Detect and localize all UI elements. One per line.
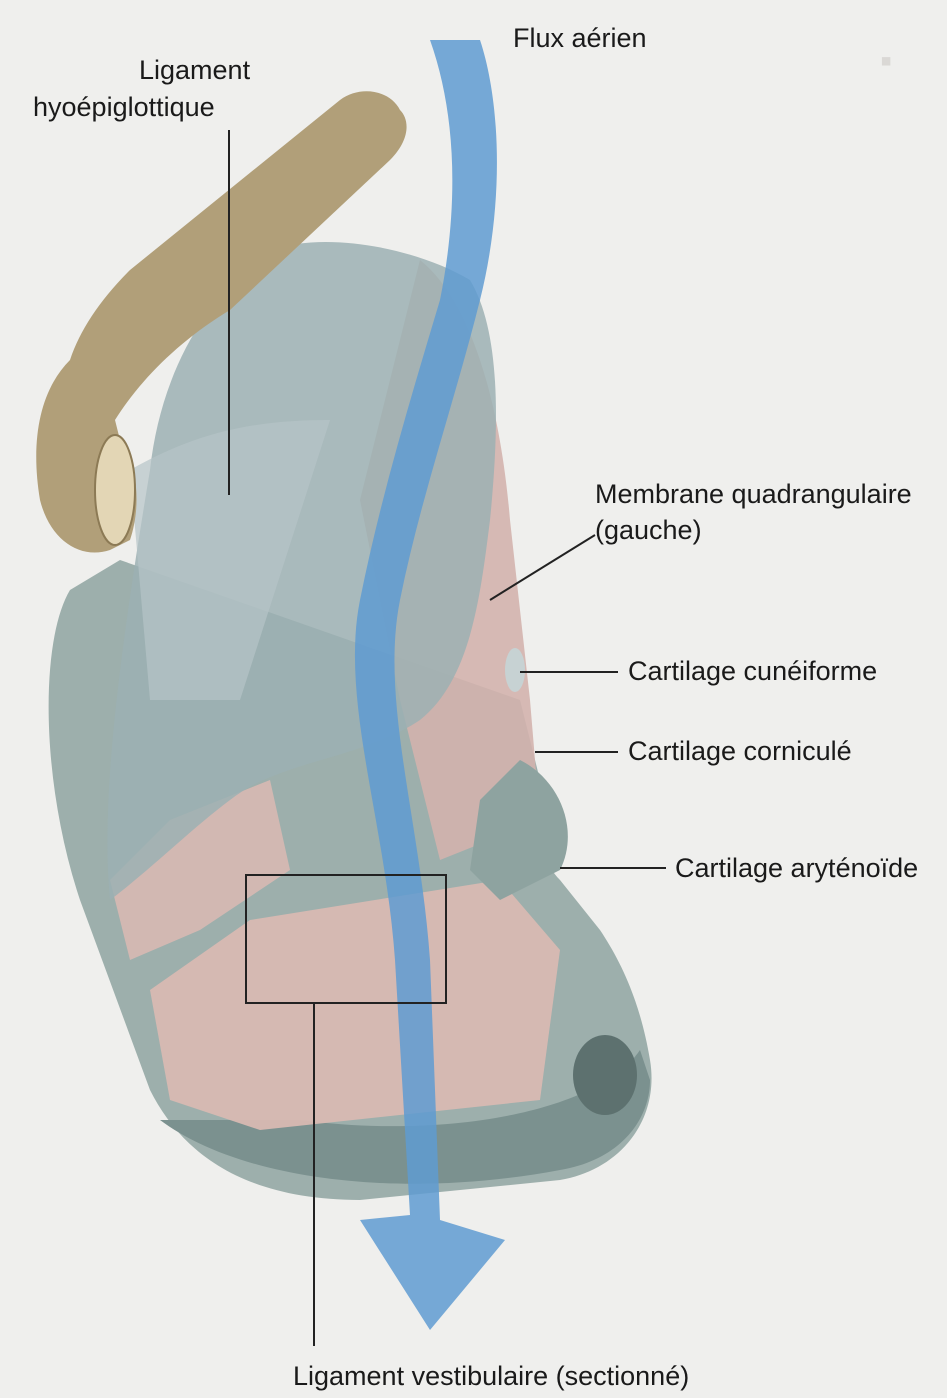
- label-ligament-hyo-2: hyoépiglottique: [33, 91, 215, 124]
- label-cornicule: Cartilage corniculé: [628, 735, 852, 768]
- label-membrane-2: (gauche): [595, 514, 702, 547]
- label-arytenoide: Cartilage aryténoïde: [675, 852, 918, 885]
- label-cuneiforme: Cartilage cunéiforme: [628, 655, 877, 688]
- label-vestibulaire: Ligament vestibulaire (sectionné): [293, 1360, 689, 1393]
- label-flux: Flux aérien: [513, 22, 647, 55]
- label-membrane-1: Membrane quadrangulaire: [595, 478, 912, 511]
- hyoid-section: [95, 435, 135, 545]
- foramen-shape: [573, 1035, 637, 1115]
- label-ligament-hyo-1: Ligament: [139, 54, 250, 87]
- cuneiform-cartilage: [505, 648, 525, 692]
